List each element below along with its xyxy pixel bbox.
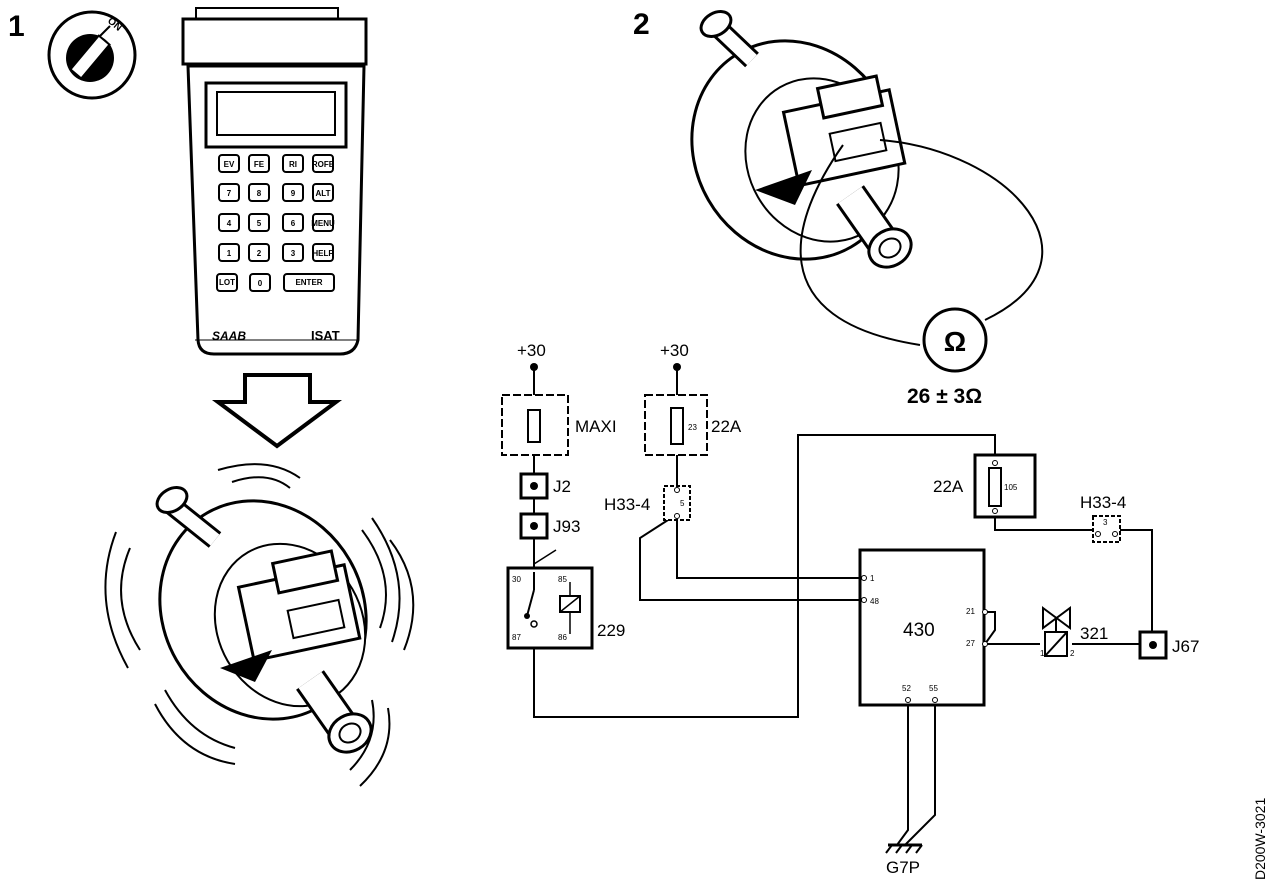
- tester-key-enter: ENTER: [283, 273, 335, 292]
- isat-tester-icon: [181, 7, 368, 356]
- tester-key-ev: EV: [218, 154, 240, 173]
- tester-key-menu: MENU: [311, 213, 335, 232]
- svg-text:8: 8: [257, 189, 262, 198]
- svg-text:5: 5: [257, 219, 262, 228]
- svg-text:ENTER: ENTER: [295, 278, 322, 287]
- svg-text:7: 7: [227, 189, 232, 198]
- svg-text:6: 6: [291, 219, 296, 228]
- svg-text:55: 55: [929, 684, 938, 693]
- svg-text:1: 1: [1040, 649, 1045, 658]
- tester-key-6: 6: [282, 213, 304, 232]
- svg-text:85: 85: [558, 575, 567, 584]
- connector-h33-left-label: H33-4: [604, 495, 650, 514]
- ohmmeter-leads: [799, 139, 1044, 346]
- ohm-symbol: Ω: [944, 326, 966, 357]
- tester-key-8: 8: [248, 183, 270, 202]
- svg-text:LOT: LOT: [219, 278, 235, 287]
- valve-321-label: 321: [1080, 624, 1108, 643]
- ecu-430: 1 48 21 27 52 55: [858, 548, 988, 707]
- svg-text:105: 105: [1004, 483, 1018, 492]
- relay-229: 30 85 87 86: [506, 549, 594, 650]
- valve-321-symbol: 1 2: [1040, 606, 1075, 658]
- svg-text:1: 1: [870, 574, 875, 583]
- down-arrow-icon: [211, 373, 343, 449]
- supply-node-left: [530, 363, 538, 371]
- connector-h33-right-label: H33-4: [1080, 493, 1126, 512]
- resistance-value: 26 ± 3Ω: [907, 385, 982, 408]
- svg-text:2: 2: [257, 249, 262, 258]
- fuse-22a-right-label: 22A: [933, 477, 964, 496]
- connector-h33-right: 3: [1092, 515, 1121, 543]
- svg-text:87: 87: [512, 633, 521, 642]
- tester-key-ri: RI: [282, 154, 304, 173]
- tester-key-0: 0: [249, 273, 271, 292]
- supply-left-label: +30: [517, 341, 546, 360]
- svg-text:3: 3: [1103, 518, 1108, 527]
- tester-key-3: 3: [282, 243, 304, 262]
- svg-text:9: 9: [291, 189, 296, 198]
- svg-text:52: 52: [902, 684, 911, 693]
- ground-label: G7P: [886, 858, 920, 877]
- tester-key-4: 4: [218, 213, 240, 232]
- tester-keypad: EV FE RI ROFE 7 8 9 ALT 4 5 6 MENU 1 2 3…: [212, 154, 340, 343]
- svg-text:30: 30: [512, 575, 521, 584]
- svg-text:FE: FE: [254, 160, 265, 169]
- tester-key-help: HELP: [312, 243, 334, 262]
- svg-text:0: 0: [258, 279, 263, 288]
- ignition-key-icon: ON: [47, 10, 137, 100]
- ohmmeter-icon: Ω: [922, 307, 988, 373]
- tester-brand: SAAB: [212, 329, 246, 343]
- supply-mid-label: +30: [660, 341, 689, 360]
- connector-j67-label: J67: [1172, 637, 1199, 656]
- svg-text:4: 4: [227, 219, 232, 228]
- svg-text:27: 27: [966, 639, 975, 648]
- step-2-label: 2: [633, 8, 650, 41]
- tester-key-7: 7: [218, 183, 240, 202]
- tester-model: ISAT: [311, 328, 340, 343]
- svg-text:21: 21: [966, 607, 975, 616]
- svg-text:HELP: HELP: [312, 249, 334, 258]
- supply-node-mid: [673, 363, 681, 371]
- connector-j2-label: J2: [553, 477, 571, 496]
- connector-j93: [519, 512, 549, 540]
- svg-text:EV: EV: [224, 160, 235, 169]
- svg-text:48: 48: [870, 597, 879, 606]
- ecu-430-label: 430: [903, 620, 935, 641]
- svg-text:1: 1: [227, 249, 232, 258]
- tester-key-9: 9: [282, 183, 304, 202]
- svg-text:86: 86: [558, 633, 567, 642]
- tester-key-alt: ALT: [312, 183, 334, 202]
- svg-text:RI: RI: [289, 160, 297, 169]
- tester-key-fe: FE: [248, 154, 270, 173]
- svg-text:ALT: ALT: [316, 189, 331, 198]
- connector-j67: [1138, 630, 1168, 660]
- svg-text:3: 3: [291, 249, 296, 258]
- fuse-maxi: [501, 394, 569, 456]
- tester-key-5: 5: [248, 213, 270, 232]
- svg-text:MENU: MENU: [311, 219, 335, 228]
- tester-key-1: 1: [218, 243, 240, 262]
- svg-text:2: 2: [1070, 649, 1075, 658]
- step-1-label: 1: [8, 10, 25, 43]
- fuse-22a-top-label: 22A: [711, 417, 742, 436]
- vibrating-valve-icon: [104, 463, 415, 787]
- valve-icon: [690, 10, 913, 269]
- connector-j93-label: J93: [553, 517, 580, 536]
- wires: [533, 367, 1153, 846]
- fuse-22a-top: 23: [644, 394, 708, 456]
- svg-text:5: 5: [680, 499, 685, 508]
- tester-key-2: 2: [248, 243, 270, 262]
- tester-key-lot: LOT: [216, 273, 238, 292]
- svg-text:23: 23: [688, 423, 697, 432]
- connector-j2: [519, 472, 549, 500]
- relay-229-label: 229: [597, 621, 625, 640]
- fuse-maxi-label: MAXI: [575, 417, 617, 436]
- svg-text:ROFE: ROFE: [312, 160, 335, 169]
- connector-h33-left: 5: [663, 485, 691, 521]
- ground-icon: [885, 843, 923, 854]
- tester-key-rofe: ROFE: [312, 154, 335, 173]
- drawing-code: D200W-3021: [1252, 798, 1268, 880]
- fuse-22a-right: 105: [973, 453, 1037, 519]
